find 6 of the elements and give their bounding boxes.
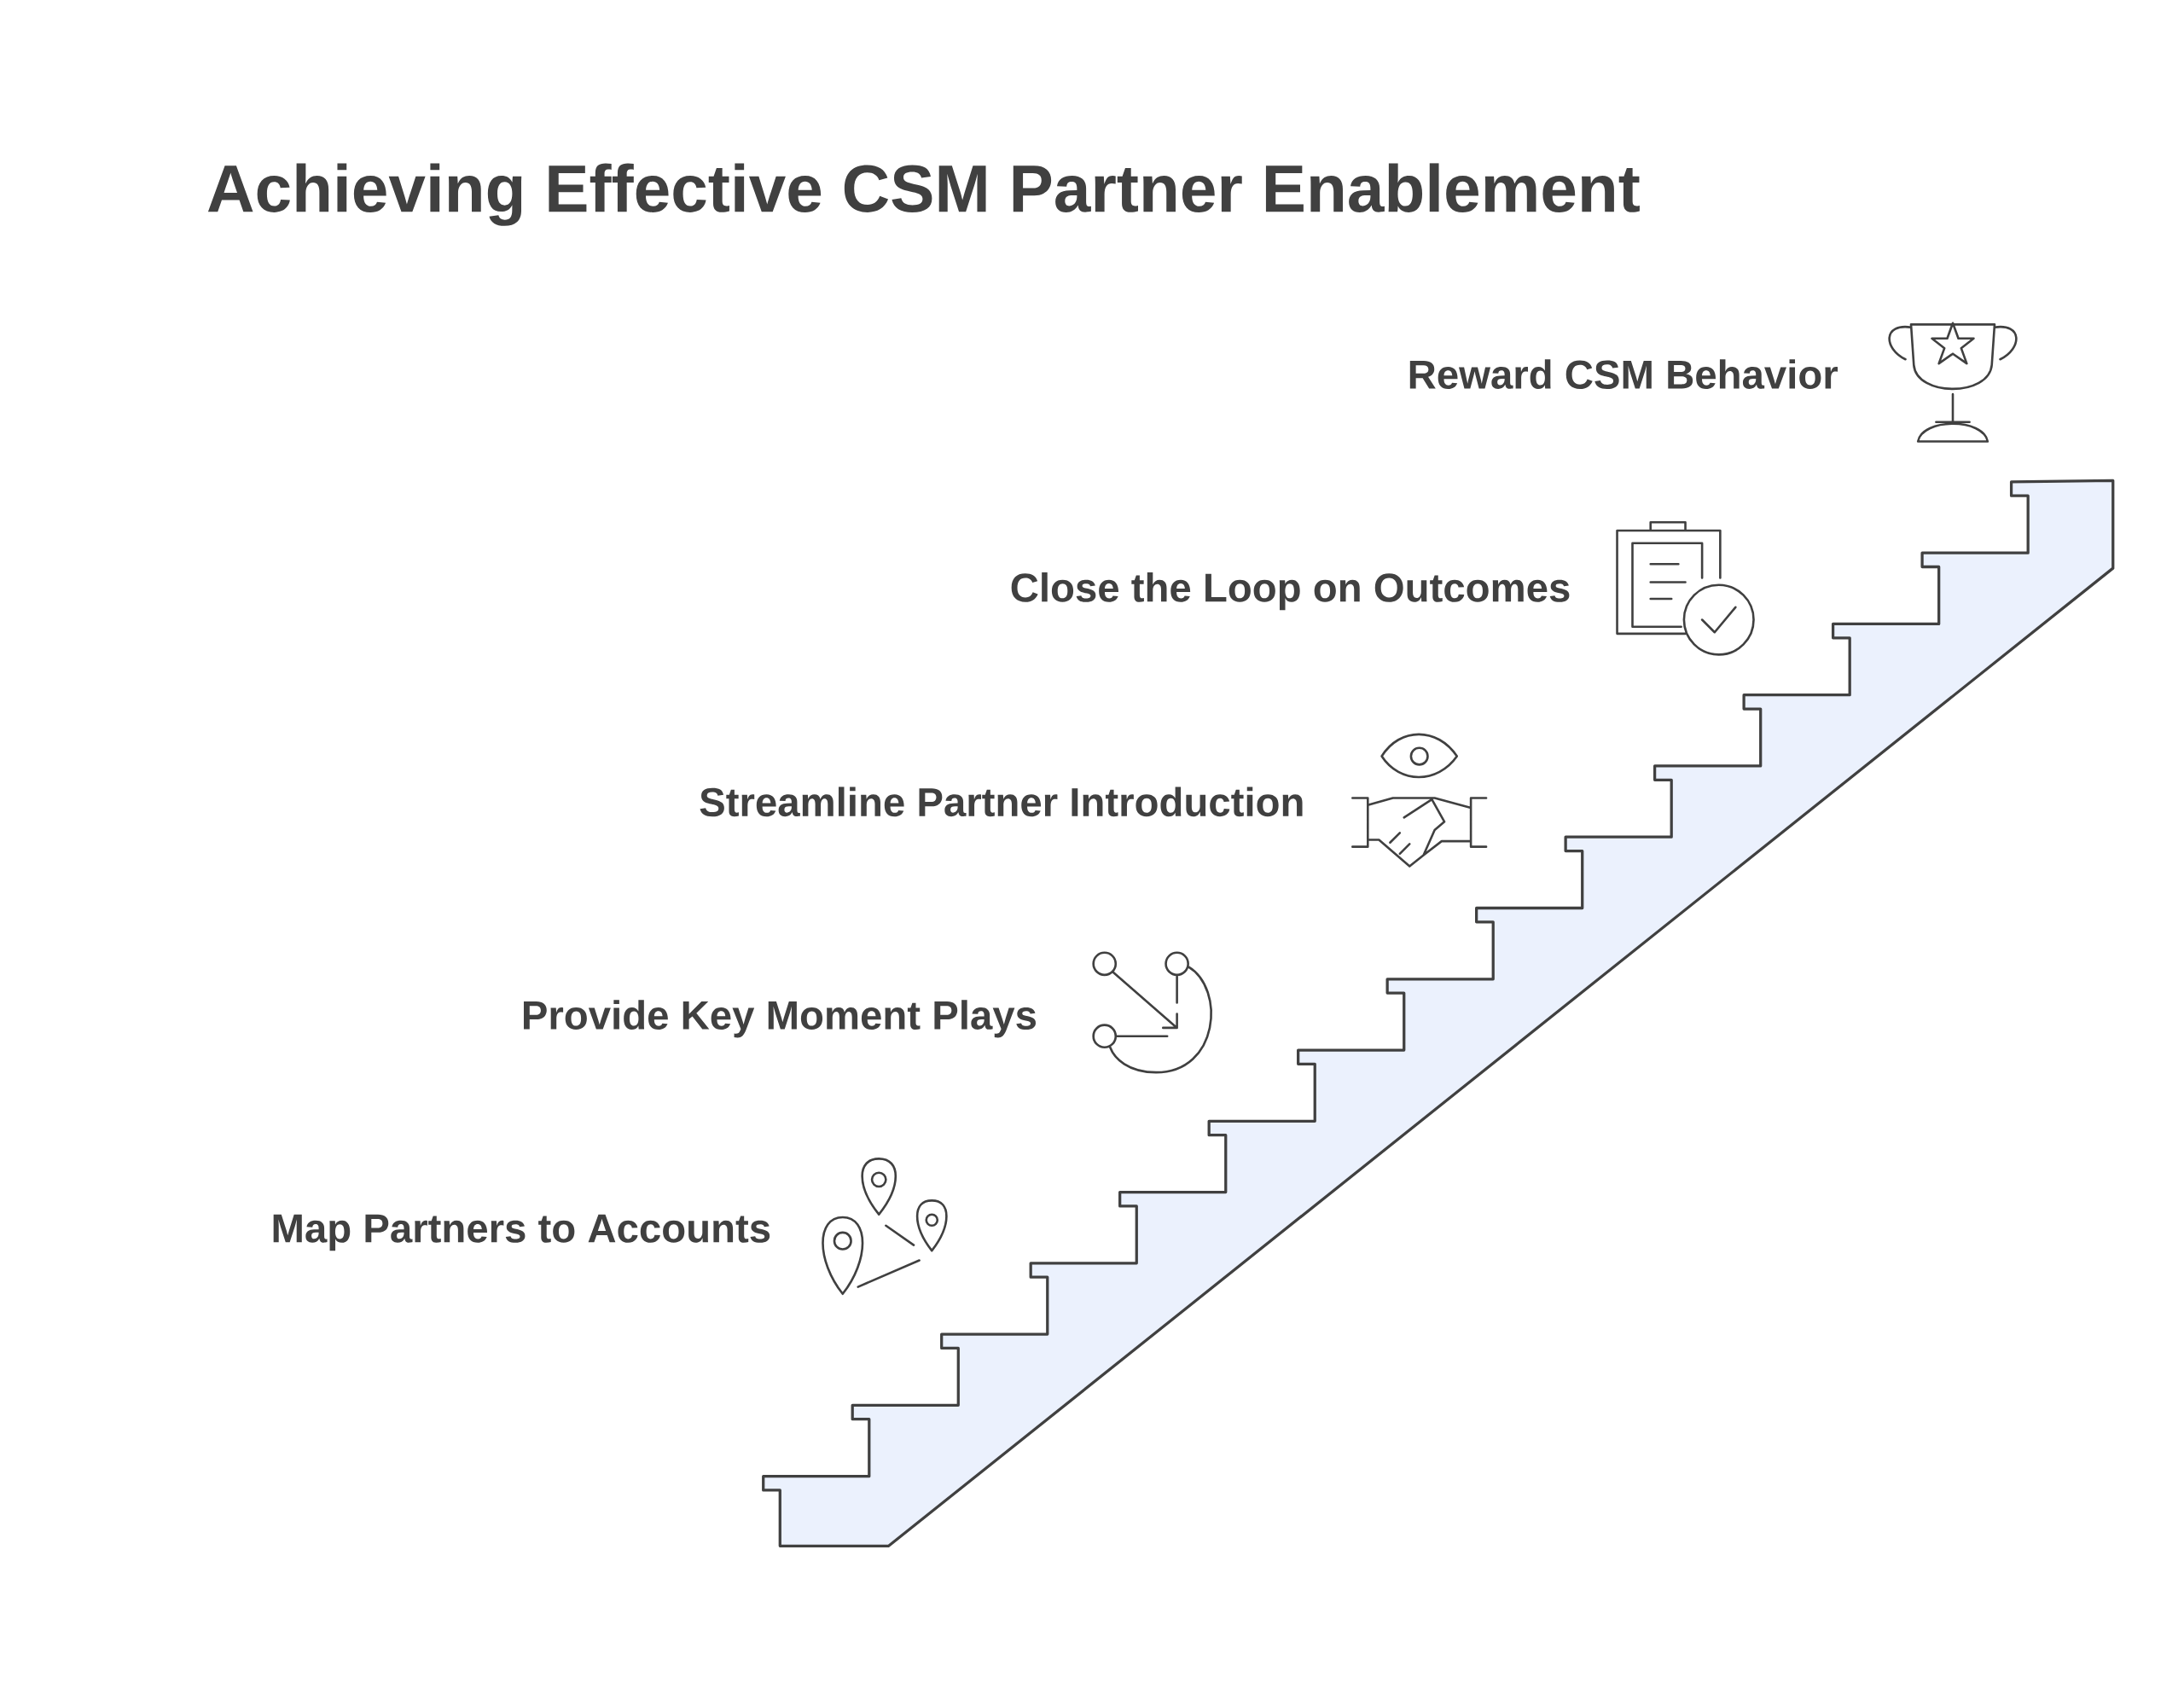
step-label: Provide Key Moment Plays [524, 1000, 1036, 1038]
step-label: Streamline Partner Introduction [700, 786, 1303, 816]
step-label: Reward CSM Behavior [1409, 359, 1838, 389]
title: Achieving Effective CSM Partner Enablement [207, 163, 1640, 226]
step-label: Map Partners to Accounts [273, 1214, 770, 1251]
step-label: Close the Loop on Outcomes [1011, 572, 1570, 610]
